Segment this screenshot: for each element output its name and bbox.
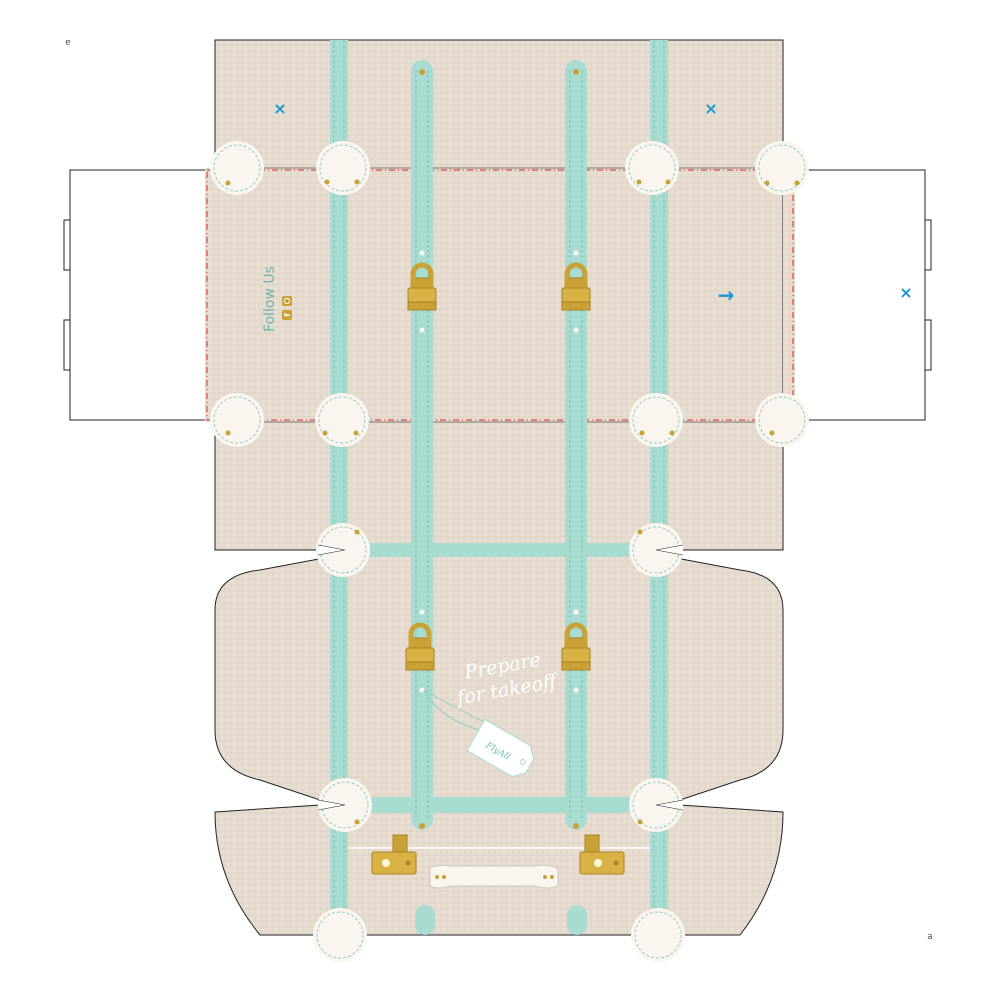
corner-mark-top: a — [65, 37, 71, 47]
latch-left — [371, 834, 417, 875]
fold-line — [206, 169, 794, 421]
x-marker: × — [273, 99, 286, 118]
luggage-tag — [423, 689, 535, 778]
facebook-icon[interactable]: f — [282, 310, 292, 320]
inner-strap-left — [406, 60, 436, 830]
top-panel — [214, 39, 784, 551]
latch-right — [579, 834, 625, 875]
outer-straps — [330, 40, 668, 935]
corner-mark-bottom: a — [927, 932, 933, 942]
instagram-icon[interactable] — [282, 296, 292, 306]
inner-strap-right — [562, 60, 590, 830]
left-side-flap — [69, 169, 216, 421]
x-marker: × — [704, 99, 717, 118]
follow-us-label: Follow Us — [262, 266, 278, 332]
handle — [429, 864, 559, 889]
middle-panel — [214, 554, 784, 801]
follow-us: Follow Us f — [262, 266, 292, 332]
arrow-marker: → — [718, 283, 735, 307]
svg-text:f: f — [283, 313, 292, 317]
x-marker: × — [899, 283, 912, 302]
